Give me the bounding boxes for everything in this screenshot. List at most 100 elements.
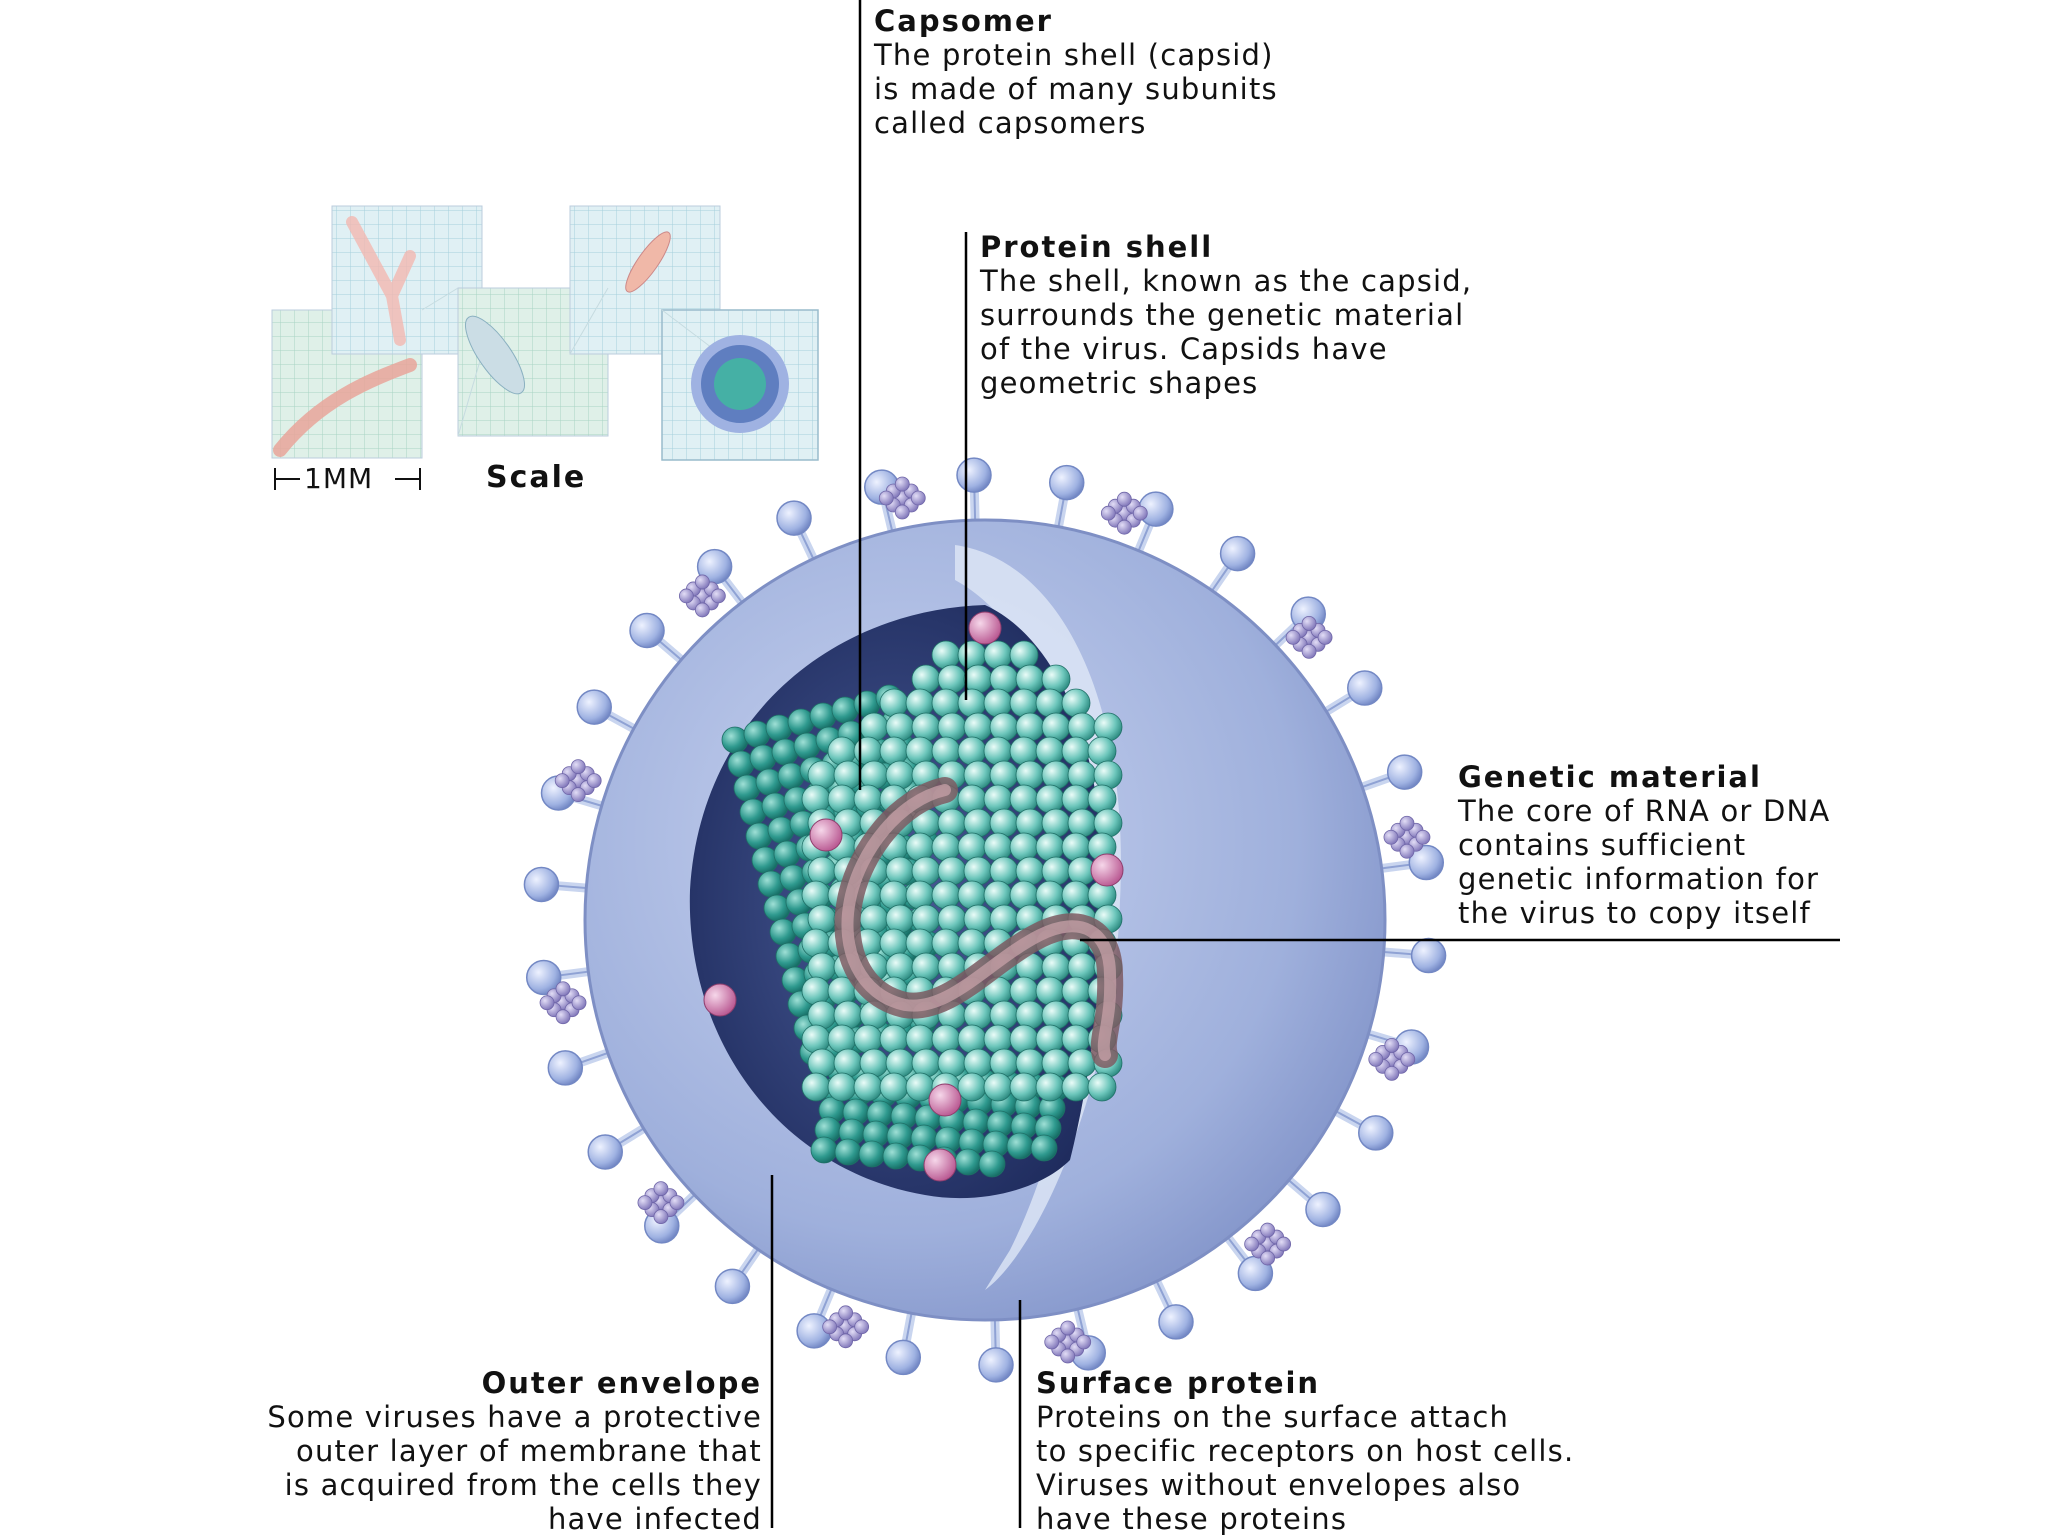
- capsomer-ball: [1061, 1024, 1091, 1054]
- capsomer-ball: [905, 832, 935, 862]
- capsomer-ball: [1009, 1024, 1039, 1054]
- capsomer-ball: [882, 1142, 910, 1170]
- capsomer-ball: [879, 736, 909, 766]
- scale-mini-virus-core: [714, 358, 766, 410]
- capsomer-ball: [1041, 808, 1071, 838]
- capsomer-ball: [879, 688, 909, 718]
- protein-shell-description: The shell, known as the capsid, surround…: [980, 264, 1473, 400]
- capsomer-ball: [1041, 712, 1071, 742]
- glycoprotein-cluster: [539, 981, 587, 1025]
- capsomer-ball: [905, 736, 935, 766]
- capsomer-ball: [931, 736, 961, 766]
- scale-inset: [271, 205, 819, 490]
- capsomer-ball: [1067, 760, 1097, 790]
- capsomer-ball: [1041, 1000, 1071, 1030]
- capsomer-ball: [937, 1048, 967, 1078]
- protein-shell-capsid: [703, 611, 1124, 1182]
- capsomer-ball: [911, 856, 941, 886]
- glycoprotein-cluster: [822, 1305, 870, 1349]
- capsomer-ball: [931, 832, 961, 862]
- genetic-material-title: Genetic material: [1458, 760, 1762, 794]
- capsomer-ball: [1015, 856, 1045, 886]
- capsomer-ball: [963, 712, 993, 742]
- capsomer-ball: [1041, 664, 1071, 694]
- outer-envelope-title: Outer envelope: [481, 1366, 762, 1400]
- capsomer-ball: [1041, 1048, 1071, 1078]
- capsomer-ball: [853, 1072, 883, 1102]
- capsomer-ball: [931, 880, 961, 910]
- protein-shell-title: Protein shell: [980, 230, 1214, 264]
- capsomer-ball: [827, 1024, 857, 1054]
- capsomer-ball: [911, 1048, 941, 1078]
- capsomer-pentamer: [809, 818, 843, 852]
- capsomer-ball: [911, 952, 941, 982]
- capsomer-ball: [983, 1024, 1013, 1054]
- capsomer-pentamer: [968, 611, 1002, 645]
- capsomer-ball: [1093, 760, 1123, 790]
- capsomer-ball: [1061, 1072, 1091, 1102]
- capsomer-ball: [989, 760, 1019, 790]
- capsomer-ball: [1035, 1024, 1065, 1054]
- capsomer-ball: [1015, 1048, 1045, 1078]
- capsomer-ball: [957, 832, 987, 862]
- capsomer-ball: [983, 1072, 1013, 1102]
- capsomer-ball: [911, 712, 941, 742]
- capsomer-ball: [963, 1048, 993, 1078]
- capsomer-ball: [1009, 784, 1039, 814]
- capsomer-ball: [1061, 832, 1091, 862]
- capsomer-ball: [957, 784, 987, 814]
- capsomer-ball: [1009, 688, 1039, 718]
- protein-shell-label: Protein shell The shell, known as the ca…: [980, 230, 1472, 400]
- capsomer-ball: [957, 736, 987, 766]
- capsomer-ball: [853, 736, 883, 766]
- outer-envelope-label: Outer envelope Some viruses have a prote…: [267, 1366, 762, 1536]
- capsomer-ball: [957, 928, 987, 958]
- capsomer-ball: [1061, 784, 1091, 814]
- capsomer-pentamer: [1090, 853, 1124, 887]
- scale-title: Scale: [486, 460, 587, 495]
- capsomer-ball: [989, 904, 1019, 934]
- capsomer-ball: [931, 640, 961, 670]
- capsomer-ball: [957, 688, 987, 718]
- capsomer-ball: [885, 712, 915, 742]
- scale-vessel: [273, 358, 417, 457]
- capsomer-ball: [853, 784, 883, 814]
- capsomer-ball: [1035, 976, 1065, 1006]
- capsomer-ball: [989, 664, 1019, 694]
- glycoprotein-cluster: [1100, 491, 1148, 535]
- capsomer-ball: [931, 688, 961, 718]
- scale-bacterium: [625, 231, 671, 293]
- capsomer-ball: [963, 808, 993, 838]
- capsomer-ball: [1009, 880, 1039, 910]
- glycoprotein-cluster: [878, 476, 926, 520]
- scale-cell: [465, 315, 525, 395]
- capsomer-ball: [978, 1150, 1006, 1178]
- capsomer-label: Capsomer The protein shell (capsid) is m…: [874, 4, 1278, 140]
- capsomer-ball: [983, 640, 1013, 670]
- capsomer-ball: [1061, 688, 1091, 718]
- capsomer-ball: [957, 880, 987, 910]
- glycoprotein-cluster: [1285, 615, 1333, 659]
- capsomer-ball: [905, 1024, 935, 1054]
- capsomer-ball: [833, 1048, 863, 1078]
- capsomer-ball: [931, 928, 961, 958]
- capsomer-ball: [1041, 856, 1071, 886]
- capsomer-ball: [834, 1138, 862, 1166]
- capsomer-ball: [989, 856, 1019, 886]
- capsomer-ball: [931, 1024, 961, 1054]
- capsomer-ball: [1067, 952, 1097, 982]
- capsomer-ball: [807, 760, 837, 790]
- capsomer-ball: [963, 760, 993, 790]
- capsomer-ball: [1041, 952, 1071, 982]
- capsomer-ball: [1035, 832, 1065, 862]
- capsomer-ball: [801, 1072, 831, 1102]
- capsomer-ball: [833, 1000, 863, 1030]
- capsomer-pentamer: [703, 983, 737, 1017]
- capsomer-ball: [885, 1048, 915, 1078]
- capsomer-ball: [963, 664, 993, 694]
- capsomer-ball: [885, 904, 915, 934]
- capsomer-ball: [1015, 808, 1045, 838]
- virus-particle: [523, 457, 1447, 1383]
- capsomer-ball: [1015, 760, 1045, 790]
